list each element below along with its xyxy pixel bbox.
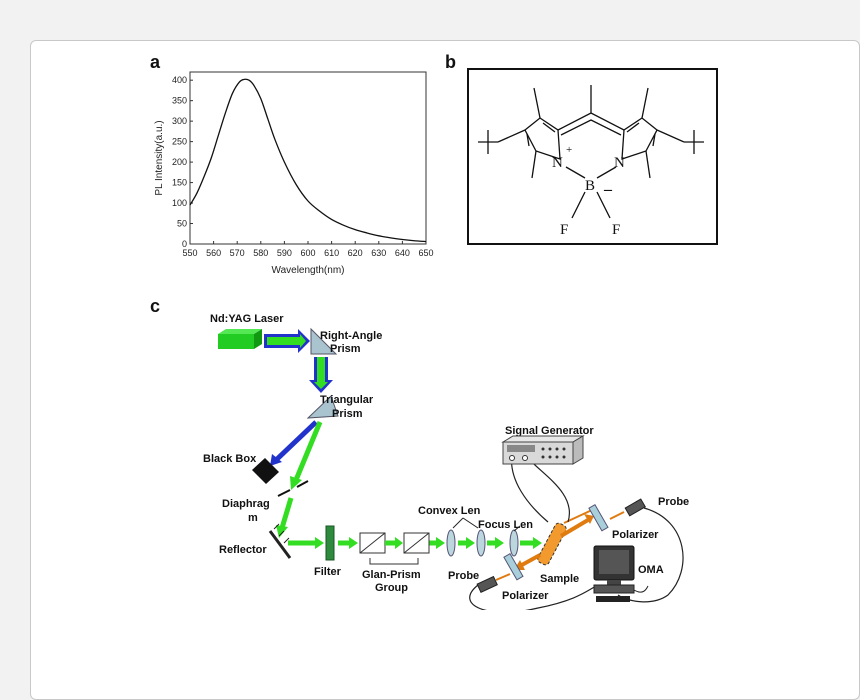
triangular-prism	[306, 395, 339, 419]
figure-svg: a b c 550 560 570 580 590 600 610 620 630 640 650 …	[150, 52, 718, 613]
glan-prism-label-2: Group	[375, 582, 408, 594]
right-angle-prism	[310, 327, 338, 355]
y-tick-label: 0	[182, 239, 187, 249]
laser-label: Nd:YAG Laser	[210, 313, 284, 325]
y-tick-label: 200	[172, 157, 187, 167]
atom-f-right: F	[612, 222, 620, 238]
x-tick-label: 560	[206, 248, 221, 258]
green-beam-2	[279, 497, 294, 529]
polarizer-bottom-label: Polarizer	[502, 590, 549, 602]
green-beam-1	[293, 421, 323, 481]
plot-frame	[189, 71, 427, 245]
diaphragm-right	[296, 480, 309, 488]
blue-beam-head	[270, 454, 282, 466]
x-ticks: 550 560 570 580 590 600 610 620 630 640 650	[182, 241, 434, 258]
x-tick-label: 610	[324, 248, 339, 258]
x-tick-label: 580	[253, 248, 268, 258]
diaphragm-label-2: m	[248, 512, 258, 524]
beam-prism-to-triangular	[309, 357, 333, 393]
x-tick-label: 550	[182, 248, 197, 258]
y-tick-label: 100	[172, 198, 187, 208]
diaphragm-left	[277, 489, 291, 497]
x-tick-label: 600	[300, 248, 315, 258]
panel-label-a: a	[150, 52, 161, 72]
molecule-structure: N + N B – F F	[467, 68, 718, 245]
x-tick-label: 640	[395, 248, 410, 258]
oma-computer	[593, 545, 649, 602]
right-angle-prism-label-1: Right-Angle	[320, 330, 382, 342]
diaphragm-label-1: Diaphrag	[222, 498, 270, 510]
figure: a b c 550 560 570 580 590 600 610 620 630 640 650 …	[148, 50, 718, 613]
y-tick-label: 300	[172, 116, 187, 126]
cable-left-probe	[469, 584, 599, 613]
atom-boron: B	[585, 178, 595, 194]
y-tick-label: 150	[172, 178, 187, 188]
y-axis-label: PL Intensity(a.u.)	[154, 120, 165, 195]
probe-left	[476, 575, 498, 593]
cable-right-probe	[617, 507, 684, 603]
y-ticks: 0 50 100 150 200 250 300 350 400	[172, 75, 193, 249]
convex-len-label: Convex Len	[418, 505, 481, 517]
x-tick-label: 570	[230, 248, 245, 258]
filter	[325, 525, 335, 561]
glan-prism-label-1: Glan-Prism	[362, 569, 421, 581]
y-tick-label: 350	[172, 96, 187, 106]
signal-generator-label: Signal Generator	[505, 425, 594, 437]
probe-left-label: Probe	[448, 570, 479, 582]
polarizer-right	[588, 504, 609, 532]
filter-label: Filter	[314, 566, 342, 578]
oma-label: OMA	[638, 564, 664, 576]
x-tick-label: 630	[371, 248, 386, 258]
convex-lens-2	[476, 529, 486, 557]
beam-laser-to-prism	[264, 329, 310, 353]
setup-diagram: Nd:YAG Laser Right-Angle Prism Triangula…	[203, 313, 689, 613]
orange-beam-left	[519, 553, 541, 568]
atom-n-left: N	[552, 155, 563, 171]
green-beam-2-head	[276, 525, 288, 538]
blue-beam	[274, 420, 318, 462]
y-tick-label: 250	[172, 137, 187, 147]
pl-curve	[189, 78, 427, 243]
sample-label: Sample	[540, 573, 579, 585]
panel-label-b: b	[445, 52, 456, 72]
polarizer-right-label: Polarizer	[612, 529, 659, 541]
x-tick-label: 620	[348, 248, 363, 258]
y-tick-label: 50	[177, 219, 187, 229]
triangular-prism-label-1: Triangular	[320, 394, 374, 406]
sample	[537, 522, 567, 566]
atom-n-right: N	[614, 155, 625, 171]
focus-len-label: Focus Len	[478, 519, 533, 531]
orange-beam-right-head	[584, 514, 594, 524]
atom-b-charge: –	[603, 181, 613, 198]
glan-prism-group	[359, 532, 430, 565]
x-axis-label: Wavelength(nm)	[272, 265, 345, 276]
x-tick-label: 650	[418, 248, 433, 258]
right-angle-prism-label-2: Prism	[330, 343, 361, 355]
main-beam-path	[288, 537, 542, 549]
black-box	[252, 458, 279, 484]
orange-beam-right	[559, 518, 590, 538]
y-tick-label: 400	[172, 75, 187, 85]
molecule-bonds	[478, 85, 704, 219]
reflector	[268, 530, 292, 559]
polarizer-bottom	[503, 553, 524, 581]
focus-lens	[509, 529, 519, 557]
reflector-label: Reflector	[219, 544, 267, 556]
black-box-label: Black Box	[203, 453, 257, 465]
probe-right-label: Probe	[658, 496, 689, 508]
atom-n-charge: +	[566, 144, 572, 156]
green-beam-1-head	[290, 476, 302, 490]
probe-right	[624, 498, 646, 517]
laser-block	[218, 329, 262, 349]
panel-label-c: c	[150, 296, 160, 316]
pl-spectrum-chart: 550 560 570 580 590 600 610 620 630 640 650 0 50 100…	[154, 71, 434, 276]
atom-f-left: F	[560, 222, 568, 238]
x-tick-label: 590	[277, 248, 292, 258]
molecule-frame	[467, 68, 718, 245]
signal-generator	[501, 435, 585, 465]
convex-lens-1	[446, 529, 456, 557]
triangular-prism-label-2: Prism	[332, 408, 363, 420]
